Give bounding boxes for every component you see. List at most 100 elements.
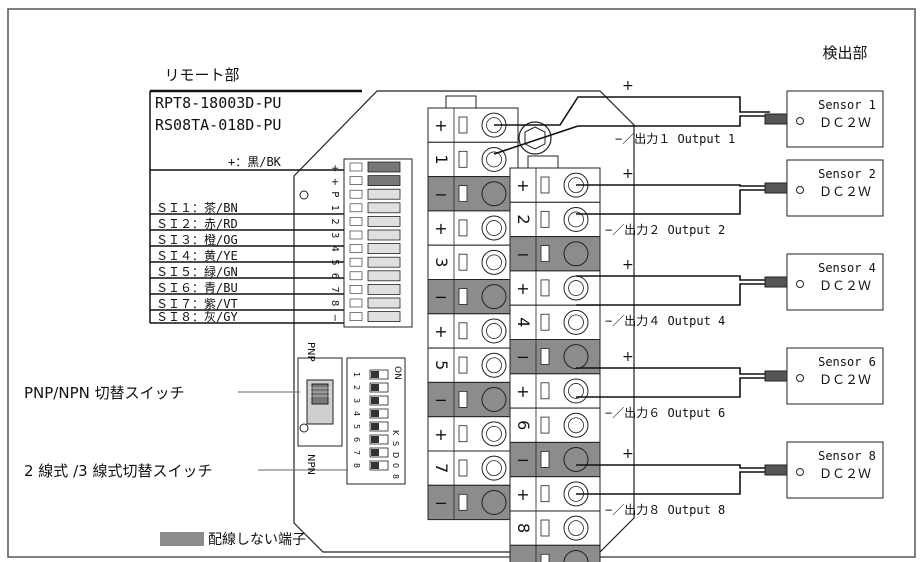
terminal-slot bbox=[458, 219, 468, 237]
connector-label: + bbox=[329, 164, 340, 172]
si-wire-label: ＳＩ４：黄/YE bbox=[156, 249, 238, 263]
output-wire bbox=[493, 115, 770, 155]
terminal-slot bbox=[540, 313, 550, 331]
connector-pin bbox=[367, 297, 401, 309]
connector-pin bbox=[367, 202, 401, 214]
output-wire bbox=[576, 471, 770, 495]
connector-label: 6 bbox=[329, 273, 340, 279]
dip-ksd-char: 0 bbox=[391, 463, 400, 468]
dip-ksd-char: K bbox=[391, 430, 400, 436]
sensor-led bbox=[796, 117, 804, 125]
terminal-slot bbox=[458, 322, 468, 340]
npn-label: NPN bbox=[305, 454, 316, 475]
terminal-slot bbox=[540, 519, 550, 537]
dip-lever bbox=[371, 462, 379, 469]
dip-number: 1 bbox=[352, 372, 361, 377]
dip-on-label: ON bbox=[392, 366, 402, 380]
connector-latch bbox=[349, 230, 363, 240]
terminal-cell bbox=[509, 201, 601, 238]
outer-frame bbox=[7, 8, 916, 558]
terminal-number: 6 bbox=[514, 420, 533, 430]
terminal-slot bbox=[458, 459, 468, 477]
terminal-sign: − bbox=[434, 185, 447, 204]
output-label: −／出力８ Output 8 bbox=[605, 503, 725, 517]
terminal-slot bbox=[540, 348, 550, 365]
connector-label: 7 bbox=[329, 286, 340, 292]
terminal-slot bbox=[458, 185, 468, 203]
connector-pin bbox=[367, 243, 401, 255]
dip-ksd-char: D bbox=[391, 452, 400, 458]
terminal-sign: − bbox=[516, 348, 529, 367]
sensor-cable-gland bbox=[764, 113, 788, 125]
terminal-block-left: +1−+3−+5−+7− bbox=[427, 95, 519, 521]
dip-number: 2 bbox=[352, 385, 361, 390]
sensor-spec: ＤＣ２Ｗ bbox=[819, 279, 871, 294]
detect-title: 検出部 bbox=[822, 44, 867, 62]
connector-label: 8 bbox=[329, 300, 340, 306]
output-wire bbox=[576, 283, 770, 306]
pnp-npn-switch[interactable] bbox=[297, 357, 343, 447]
terminal-slot bbox=[540, 210, 550, 228]
connector-label: 5 bbox=[329, 259, 340, 265]
connector-pin bbox=[367, 311, 401, 323]
output-wire bbox=[576, 189, 770, 215]
terminal-sign: + bbox=[434, 116, 447, 135]
terminal-screw-inner bbox=[568, 383, 584, 399]
terminal-number: 8 bbox=[514, 523, 533, 533]
sensor-name: Sensor 1 bbox=[818, 98, 876, 112]
switch-pnp-npn-label: PNP/NPN 切替スイッチ bbox=[24, 384, 185, 402]
terminal-screw-inner bbox=[568, 417, 584, 434]
terminal-sign: + bbox=[516, 382, 529, 401]
terminal-screw-inner bbox=[486, 460, 502, 477]
terminal-slot bbox=[540, 450, 550, 468]
sensor-spec: ＤＣ２Ｗ bbox=[819, 116, 871, 131]
sensor-spec: ＤＣ２Ｗ bbox=[819, 467, 871, 482]
dip-number: 4 bbox=[352, 411, 361, 416]
plus-sign-label: + bbox=[622, 166, 634, 182]
plus-wire bbox=[576, 275, 770, 281]
dip-lever bbox=[371, 371, 379, 378]
sensor-cable-gland bbox=[764, 182, 788, 194]
terminal-screw-inner bbox=[486, 323, 502, 339]
sensor-cable-gland bbox=[764, 370, 788, 382]
terminal-sign: − bbox=[434, 493, 447, 512]
plus-wire bbox=[494, 96, 770, 126]
output-label: −／出力６ Output 6 bbox=[605, 406, 725, 420]
terminal-slot bbox=[458, 390, 468, 408]
output-label: −／出力２ Output 2 bbox=[605, 223, 725, 237]
terminal-slot bbox=[458, 116, 468, 134]
terminal-slot bbox=[540, 245, 550, 263]
remote-title: リモート部 bbox=[164, 66, 239, 84]
plus-wire bbox=[576, 367, 770, 375]
terminal-sign: + bbox=[434, 425, 447, 444]
terminal-slot bbox=[540, 382, 550, 400]
plus-sign-label: + bbox=[622, 78, 634, 94]
connector-label: 2 bbox=[329, 218, 340, 224]
plus-wire bbox=[576, 184, 770, 187]
connector-latch bbox=[349, 298, 363, 308]
sensor-cable-gland bbox=[764, 464, 788, 476]
terminal-sign: − bbox=[434, 391, 447, 410]
sensor-led bbox=[796, 186, 804, 194]
terminal-slot bbox=[458, 425, 468, 443]
terminal-slot bbox=[458, 288, 468, 305]
board-outline bbox=[293, 90, 635, 553]
terminal-screw-inner bbox=[568, 211, 584, 228]
block-tab bbox=[527, 155, 559, 169]
terminal-number: 4 bbox=[514, 317, 533, 327]
sensor-led bbox=[796, 468, 804, 476]
terminal-screw-inner bbox=[486, 357, 502, 374]
terminal-screw-inner bbox=[486, 151, 502, 168]
dip-lever bbox=[371, 449, 379, 456]
connector-latch bbox=[349, 176, 363, 185]
model-2: RS08TA-018D-PU bbox=[155, 116, 281, 134]
connector-pin bbox=[367, 256, 401, 268]
terminal-slot bbox=[540, 279, 550, 297]
connector-latch bbox=[349, 203, 363, 213]
plus-wire bbox=[576, 464, 770, 469]
terminal-number: 5 bbox=[432, 360, 451, 370]
terminal-sign: + bbox=[516, 279, 529, 298]
dip-lever bbox=[371, 436, 379, 443]
